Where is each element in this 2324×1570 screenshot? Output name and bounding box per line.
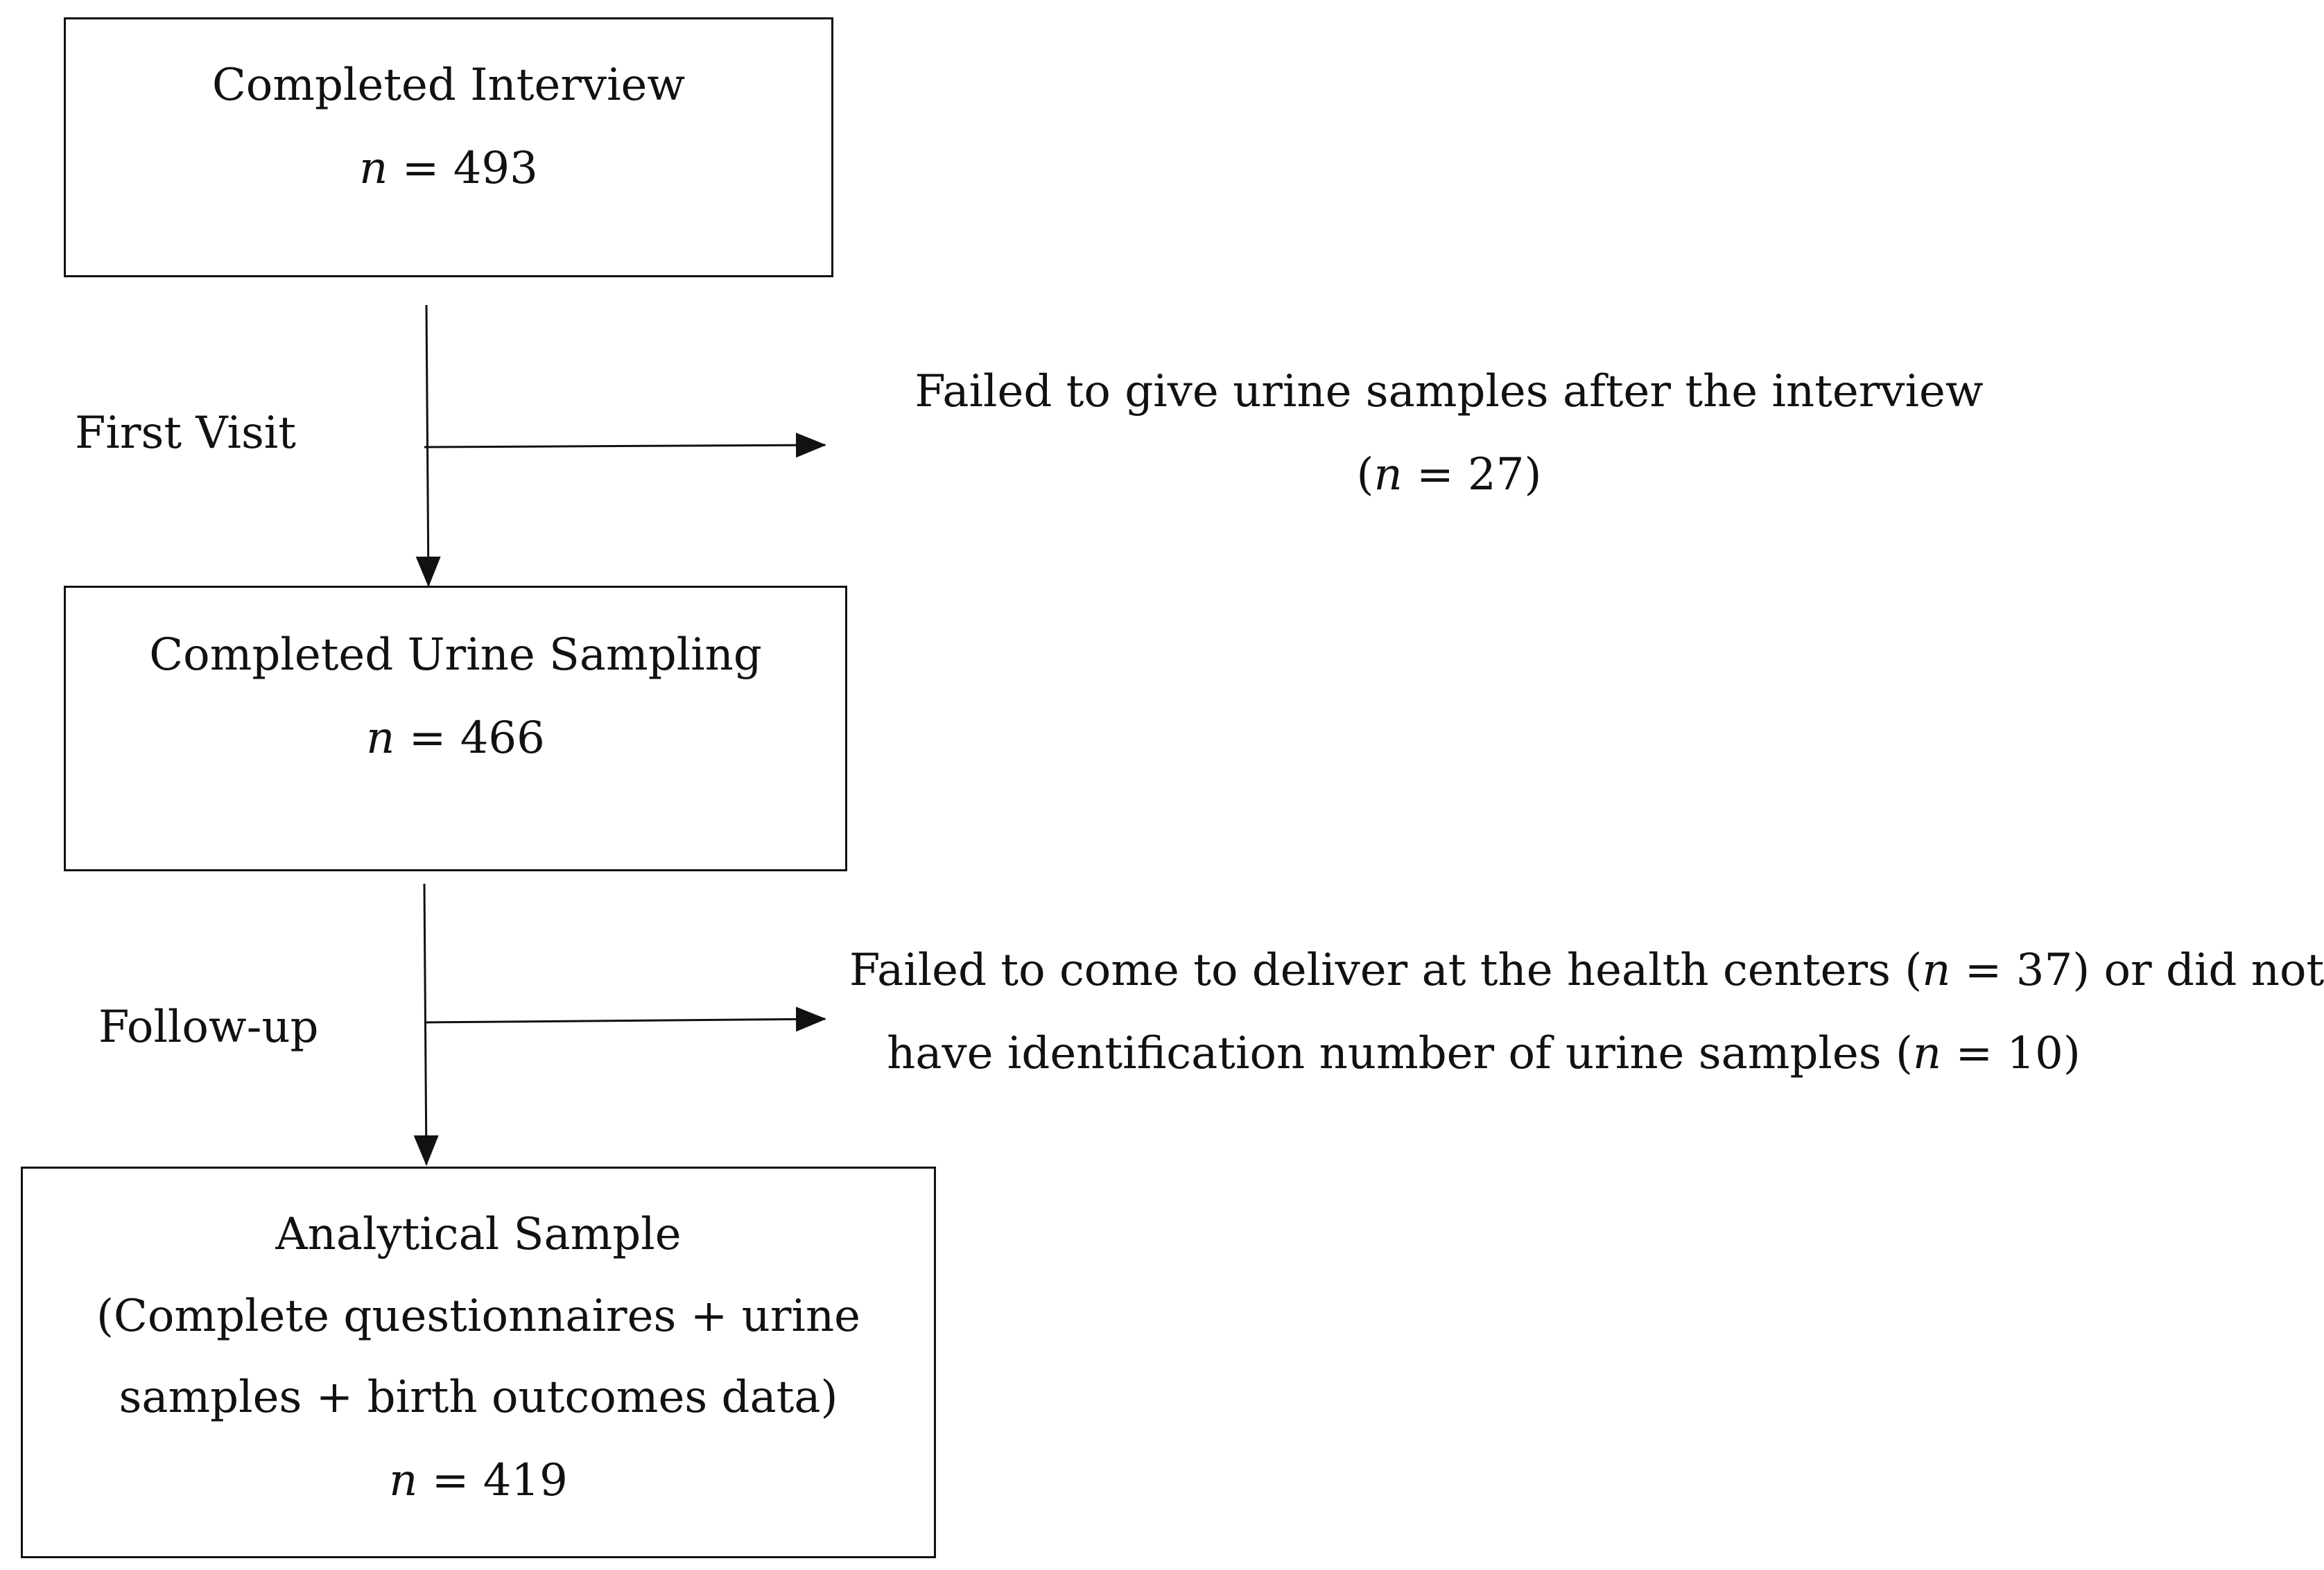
box-urine-title: Completed Urine Sampling: [149, 629, 762, 681]
box-analytical-count: n = 419: [389, 1455, 568, 1506]
arrow-urine-to-analytical: [413, 883, 439, 1166]
box-interview-count: n = 493: [359, 143, 538, 194]
box-completed-urine-sampling: Completed Urine Sampling n = 466: [64, 586, 847, 871]
exclusion-first: Failed to give urine samples after the i…: [867, 364, 2031, 503]
exclusion-second: Failed to come to deliver at the health …: [849, 943, 2324, 1081]
box-analytical-sample: Analytical Sample (Complete questionnair…: [21, 1167, 936, 1558]
box-analytical-line3: samples + birth outcomes data): [119, 1372, 838, 1423]
stage-first-visit: First Visit: [75, 408, 296, 459]
exclusion-second-line2: have identification number of urine samp…: [887, 1028, 2081, 1079]
exclusion-second-line1: Failed to come to deliver at the health …: [849, 945, 2324, 996]
connector-arrows: [413, 304, 826, 1166]
arrow-interview-to-urine: [415, 304, 441, 587]
arrow-to-exclusion-second: [424, 1006, 826, 1032]
box-interview-title: Completed Interview: [211, 60, 686, 111]
box-analytical-title: Analytical Sample: [275, 1209, 682, 1260]
exclusion-first-count: (n = 27): [1356, 449, 1542, 500]
box-completed-interview: Completed Interview n = 493: [64, 17, 833, 277]
arrow-to-exclusion-first: [424, 433, 826, 458]
box-analytical-line2: (Complete questionnaires + urine: [96, 1291, 861, 1342]
exclusion-first-line1: Failed to give urine samples after the i…: [914, 366, 1984, 417]
stage-follow-up: Follow-up: [98, 1002, 319, 1053]
flow-diagram: Completed Interview n = 493 First Visit …: [21, 17, 2324, 1558]
box-urine-count: n = 466: [366, 713, 545, 764]
